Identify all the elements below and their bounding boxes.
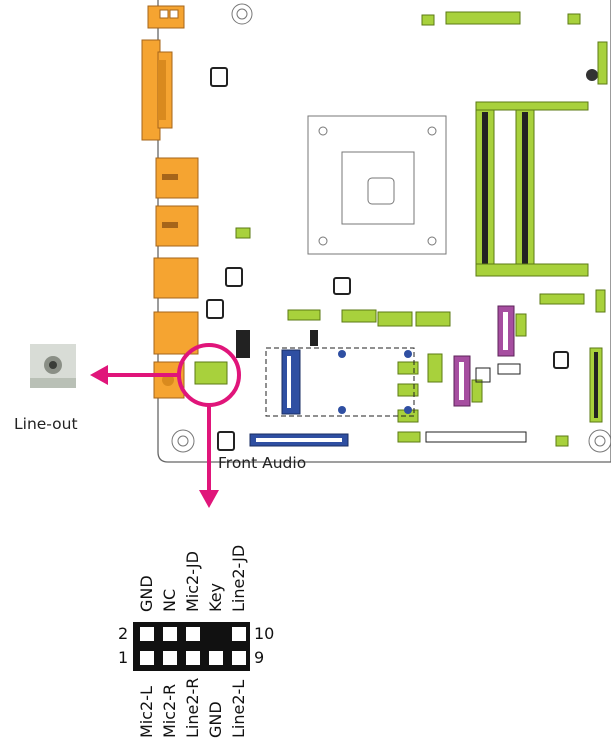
mount-hole-tl xyxy=(231,3,253,25)
pin-number-9: 9 xyxy=(254,648,265,667)
pin-7 xyxy=(209,651,223,665)
pin-9 xyxy=(232,651,246,665)
arrow-left-icon xyxy=(90,365,108,385)
pin-label-top-4: Key xyxy=(206,582,225,612)
front-audio-label: Front Audio xyxy=(218,454,307,472)
pin-number-2: 2 xyxy=(118,624,129,643)
pin-5 xyxy=(186,651,200,665)
pin-6 xyxy=(186,627,200,641)
lan-port-2 xyxy=(153,311,199,355)
pin-label-bottom-2: Mic2-R xyxy=(160,683,179,738)
pin-label-top-3: Mic2-JD xyxy=(183,551,202,612)
pin-10 xyxy=(232,627,246,641)
mount-hole-br xyxy=(588,429,611,453)
pin-label-top-5: Line2-JD xyxy=(229,544,248,612)
line-out-label: Line-out xyxy=(14,415,78,433)
pin-label-top-1: GND xyxy=(137,575,156,612)
pin-label-bottom-3: Line2-R xyxy=(183,677,202,738)
vga-port xyxy=(141,39,161,141)
pin-number-10: 10 xyxy=(254,624,275,643)
mount-hole-bl xyxy=(171,429,195,453)
mini-pcie-slot xyxy=(265,347,415,417)
lan-port-1 xyxy=(153,257,199,299)
arrow-down-icon xyxy=(199,490,219,508)
pin-label-bottom-1: Mic2-L xyxy=(137,686,156,738)
pin-3 xyxy=(163,651,177,665)
front-audio-header-board xyxy=(194,361,228,385)
cpu-socket xyxy=(307,115,447,255)
pin-number-1: 1 xyxy=(118,648,129,667)
pin-label-top-2: NC xyxy=(160,588,179,612)
pin-2 xyxy=(140,627,154,641)
pin-label-bottom-5: Line2-L xyxy=(229,679,248,738)
pin-1 xyxy=(140,651,154,665)
pin-4 xyxy=(163,627,177,641)
line-out-photo xyxy=(30,344,76,388)
pin-label-bottom-4: GND xyxy=(206,701,225,738)
